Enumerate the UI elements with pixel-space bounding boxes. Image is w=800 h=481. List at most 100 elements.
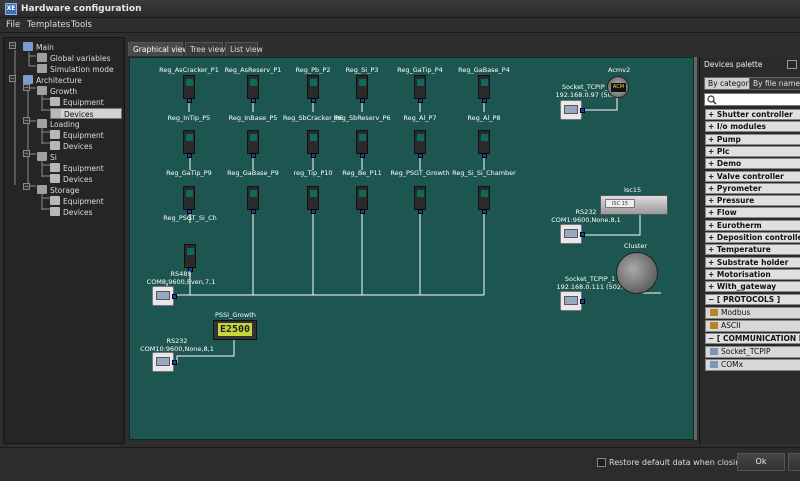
palette-category-demo[interactable]: + Demo — [705, 158, 800, 170]
regulator-device[interactable] — [247, 130, 259, 158]
tree-item-global-variables[interactable]: Global variables — [37, 53, 110, 64]
communication-link-icon[interactable] — [560, 291, 585, 311]
regulator-device[interactable] — [307, 75, 319, 103]
regulator-device[interactable] — [478, 130, 490, 158]
palette-category-deposition-controller[interactable]: + Deposition controller — [705, 232, 800, 243]
tree-item-architecture[interactable]: Architecture — [23, 75, 82, 86]
regulator-device[interactable] — [356, 186, 368, 214]
canvas-scrollbar[interactable] — [694, 57, 697, 440]
port-connector[interactable] — [311, 153, 316, 158]
communication-link-icon[interactable] — [152, 352, 177, 372]
tree-item-devices[interactable]: Devices — [50, 174, 93, 185]
cluster-device[interactable] — [616, 252, 658, 294]
tree-item-devices[interactable]: Devices — [50, 108, 122, 119]
isc15-device[interactable]: ISC 15 — [600, 195, 668, 215]
regulator-device[interactable] — [478, 75, 490, 103]
port-connector[interactable] — [418, 98, 423, 103]
regulator-device[interactable] — [414, 75, 426, 103]
port-connector[interactable] — [187, 153, 192, 158]
pssi-growth-device[interactable]: E2500 — [213, 320, 257, 340]
tab-graphical-view[interactable]: Graphical view — [128, 42, 189, 56]
port-connector[interactable] — [360, 153, 365, 158]
port-connector[interactable] — [418, 153, 423, 158]
port-connector[interactable] — [187, 209, 192, 214]
regulator-device[interactable] — [247, 75, 259, 103]
palette-category-plc[interactable]: + Plc — [705, 145, 800, 157]
tree-item-devices[interactable]: Devices — [50, 207, 93, 218]
regulator-device[interactable] — [307, 130, 319, 158]
regulator-device[interactable] — [356, 75, 368, 103]
palette-category-pyrometer[interactable]: + Pyrometer — [705, 182, 800, 194]
regulator-device[interactable] — [478, 186, 490, 214]
port-connector[interactable] — [251, 98, 256, 103]
tree-item-simulation-mode[interactable]: Simulation mode — [37, 64, 114, 75]
regulator-device[interactable] — [414, 130, 426, 158]
port-connector[interactable] — [188, 267, 193, 272]
port-connector[interactable] — [482, 153, 487, 158]
tree-item-growth[interactable]: Growth — [37, 86, 77, 97]
menu-templates[interactable]: Templates — [27, 20, 71, 30]
port-connector[interactable] — [418, 209, 423, 214]
tree-collapse-toggle[interactable]: − — [23, 117, 30, 124]
palette-communication-item[interactable]: COMx — [705, 358, 800, 371]
ok-button[interactable]: Ok — [737, 453, 785, 471]
tree-collapse-toggle[interactable]: − — [9, 42, 16, 49]
regulator-device[interactable] — [184, 244, 196, 272]
palette-category-motorisation[interactable]: + Motorisation — [705, 268, 800, 280]
port-connector[interactable] — [360, 209, 365, 214]
tree-item-equipment[interactable]: Equipment — [50, 97, 104, 108]
tree-item-loading[interactable]: Loading — [37, 119, 80, 130]
palette-category-i-o-modules[interactable]: + I/o modules — [705, 121, 800, 133]
tree-item-equipment[interactable]: Equipment — [50, 130, 104, 141]
tree-item-equipment[interactable]: Equipment — [50, 196, 104, 207]
tree-collapse-toggle[interactable]: − — [23, 150, 30, 157]
port-connector[interactable] — [251, 209, 256, 214]
port-connector[interactable] — [251, 153, 256, 158]
palette-category-valve-controller[interactable]: + Valve controller — [705, 170, 800, 182]
palette-category-eurotherm[interactable]: + Eurotherm — [705, 219, 800, 231]
palette-protocols-header[interactable]: − [ PROTOCOLS ] — [705, 293, 800, 305]
regulator-device[interactable] — [183, 130, 195, 158]
restore-default-checkbox[interactable] — [597, 458, 606, 467]
tab-by-file-name[interactable]: By file name — [749, 77, 800, 90]
palette-category-flow[interactable]: + Flow — [705, 207, 800, 219]
regulator-device[interactable] — [307, 186, 319, 214]
port-connector[interactable] — [360, 98, 365, 103]
tree-item-si[interactable]: Si — [37, 152, 57, 163]
tree-collapse-toggle[interactable]: − — [23, 84, 30, 91]
tree-collapse-toggle[interactable]: − — [23, 183, 30, 190]
communication-link-icon[interactable] — [560, 100, 585, 120]
menu-file[interactable]: File — [6, 20, 21, 30]
regulator-device[interactable] — [183, 186, 195, 214]
palette-category-substrate-holder[interactable]: + Substrate holder — [705, 256, 800, 268]
communication-link-icon[interactable] — [560, 224, 585, 244]
tree-collapse-toggle[interactable]: − — [9, 75, 16, 82]
palette-category-with-gateway[interactable]: + With_gateway — [705, 281, 800, 293]
regulator-device[interactable] — [414, 186, 426, 214]
palette-search-input[interactable] — [704, 93, 800, 106]
palette-category-pressure[interactable]: + Pressure — [705, 195, 800, 207]
tree-item-main[interactable]: Main — [23, 42, 54, 53]
port-connector[interactable] — [311, 98, 316, 103]
port-connector[interactable] — [187, 98, 192, 103]
palette-protocol-item[interactable]: Modbus — [705, 306, 800, 319]
palette-communication-item[interactable]: Socket_TCPIP — [705, 345, 800, 358]
palette-protocol-item[interactable]: ASCII — [705, 319, 800, 332]
tree-item-storage[interactable]: Storage — [37, 185, 79, 196]
communication-link-icon[interactable] — [152, 286, 177, 306]
port-connector[interactable] — [482, 98, 487, 103]
tree-item-devices[interactable]: Devices — [50, 141, 93, 152]
palette-pin-icon[interactable] — [787, 60, 797, 69]
tree-item-equipment[interactable]: Equipment — [50, 163, 104, 174]
tab-tree-view[interactable]: Tree view — [185, 42, 225, 56]
regulator-device[interactable] — [183, 75, 195, 103]
palette-category-pump[interactable]: + Pump — [705, 133, 800, 145]
cancel-button-partial[interactable] — [788, 453, 800, 471]
regulator-device[interactable] — [356, 130, 368, 158]
port-connector[interactable] — [311, 209, 316, 214]
palette-category-shutter-controller[interactable]: + Shutter controller — [705, 109, 800, 120]
acmv2-device[interactable]: ACM — [607, 76, 629, 98]
palette-communication-header[interactable]: − [ COMMUNICATION PO — [705, 332, 800, 344]
regulator-device[interactable] — [247, 186, 259, 214]
